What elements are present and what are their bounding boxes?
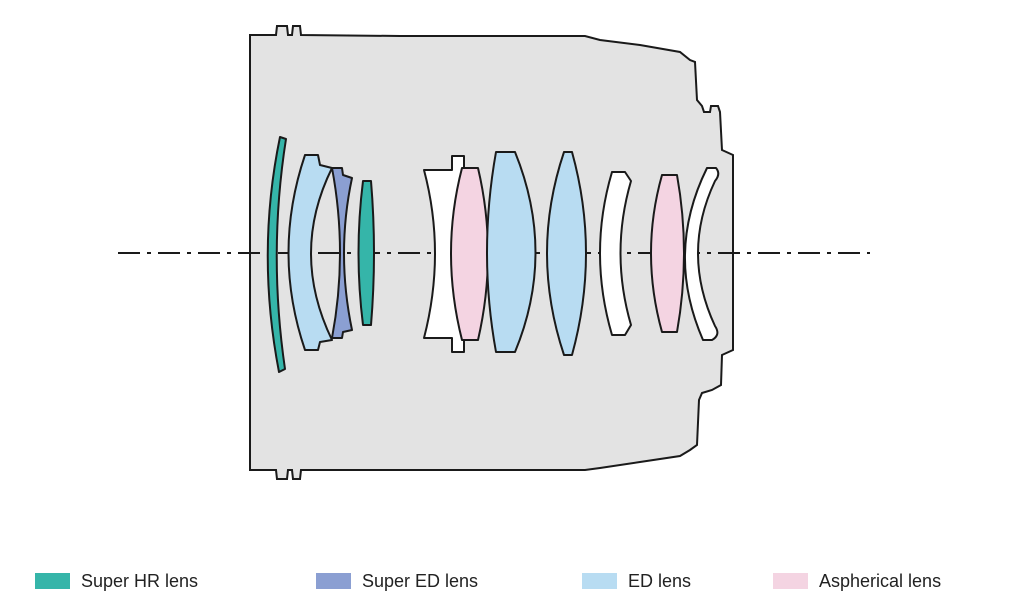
lens-element-3-super-ed bbox=[331, 167, 353, 339]
legend-label: Super HR lens bbox=[81, 570, 199, 591]
legend-swatch-super-hr bbox=[35, 573, 70, 589]
lens-element-10-aspherical bbox=[650, 174, 685, 333]
lens-element-2-ed bbox=[287, 154, 333, 351]
legend-item-super-ed: Super ED lens bbox=[316, 570, 478, 592]
legend-item-super-hr: Super HR lens bbox=[35, 570, 198, 592]
legend-label: Aspherical lens bbox=[819, 570, 942, 591]
legend-swatch-super-ed bbox=[316, 573, 351, 589]
lens-element-8-ed bbox=[546, 151, 587, 356]
legend-label: ED lens bbox=[628, 570, 692, 591]
lens-element-1-super-hr bbox=[266, 136, 287, 373]
lens-element-7-ed bbox=[486, 151, 537, 353]
legend-label: Super ED lens bbox=[362, 570, 479, 591]
legend-swatch-aspherical bbox=[773, 573, 808, 589]
lens-element-11-plain bbox=[684, 167, 720, 341]
lens-element-9-plain bbox=[599, 171, 632, 336]
legend-item-ed: ED lens bbox=[582, 570, 691, 592]
legend-item-aspherical: Aspherical lens bbox=[773, 570, 941, 592]
legend-swatch-ed bbox=[582, 573, 617, 589]
lens-element-6-aspherical bbox=[450, 167, 489, 341]
lens-element-4-super-hr bbox=[357, 180, 375, 326]
